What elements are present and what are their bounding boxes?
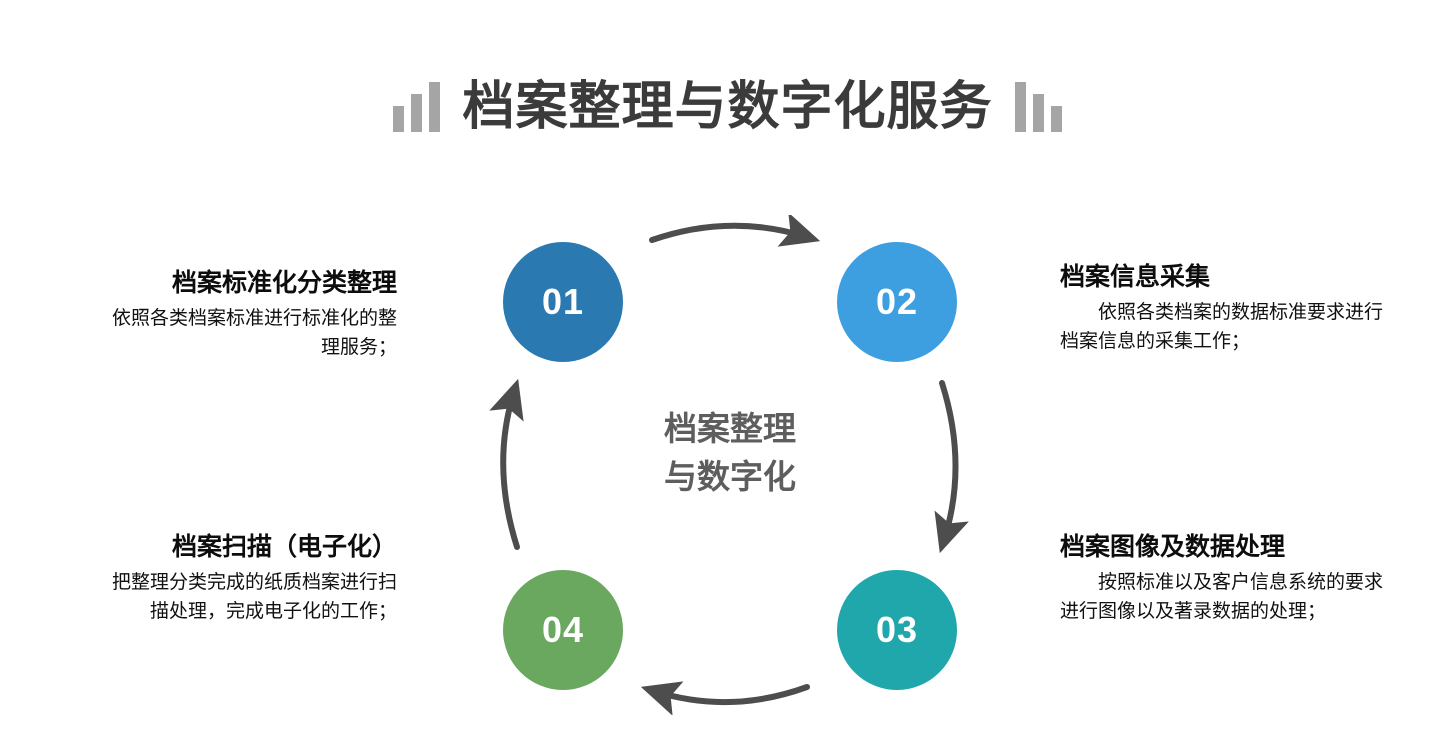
step-number: 04	[541, 609, 585, 650]
center-label-line-1: 档案整理	[664, 410, 796, 447]
cycle-arrows	[489, 215, 969, 715]
step-number: 02	[875, 281, 919, 322]
step-number: 03	[875, 609, 919, 650]
step-node-04[interactable]: 04	[503, 570, 623, 690]
step-heading: 档案标准化分类整理	[171, 269, 397, 297]
arrow-up-icon	[489, 378, 524, 550]
title-bar: 档案整理与数字化服务	[0, 72, 1455, 142]
step-node-01[interactable]: 01	[503, 242, 623, 362]
page-title: 档案整理与数字化服务	[462, 78, 993, 136]
step-node-02[interactable]: 02	[837, 242, 957, 362]
step-body: 按照标准以及客户信息系统的要求进行图像以及著录数据的处理；	[1060, 572, 1384, 623]
step-body: 把整理分类完成的纸质档案进行扫描处理，完成电子化的工作；	[111, 572, 397, 623]
arrow-left-icon	[640, 681, 810, 715]
step-text-01: 档案标准化分类整理 依照各类档案标准进行标准化的整理服务；	[57, 268, 397, 363]
step-body: 依照各类档案的数据标准要求进行档案信息的采集工作；	[1060, 302, 1384, 353]
step-heading: 档案信息采集	[1060, 263, 1211, 291]
step-body: 依照各类档案标准进行标准化的整理服务；	[111, 308, 397, 359]
ascending-bars-icon	[393, 82, 441, 132]
step-text-02: 档案信息采集 依照各类档案的数据标准要求进行档案信息的采集工作；	[1060, 262, 1400, 357]
center-label-line-2: 与数字化	[664, 457, 796, 495]
step-text-03: 档案图像及数据处理 按照标准以及客户信息系统的要求进行图像以及著录数据的处理；	[1060, 532, 1400, 627]
arrow-down-icon	[934, 380, 969, 554]
step-text-04: 档案扫描（电子化） 把整理分类完成的纸质档案进行扫描处理，完成电子化的工作；	[57, 532, 397, 627]
arrow-right-icon	[649, 215, 821, 247]
step-number: 01	[541, 281, 585, 322]
step-heading: 档案扫描（电子化）	[171, 533, 397, 561]
descending-bars-icon	[1014, 82, 1062, 132]
step-heading: 档案图像及数据处理	[1060, 533, 1286, 561]
center-label: 档案整理 与数字化	[580, 405, 880, 501]
step-node-03[interactable]: 03	[837, 570, 957, 690]
cycle-diagram: 01 02 03 04 档案整理 与数字化	[430, 215, 1030, 715]
